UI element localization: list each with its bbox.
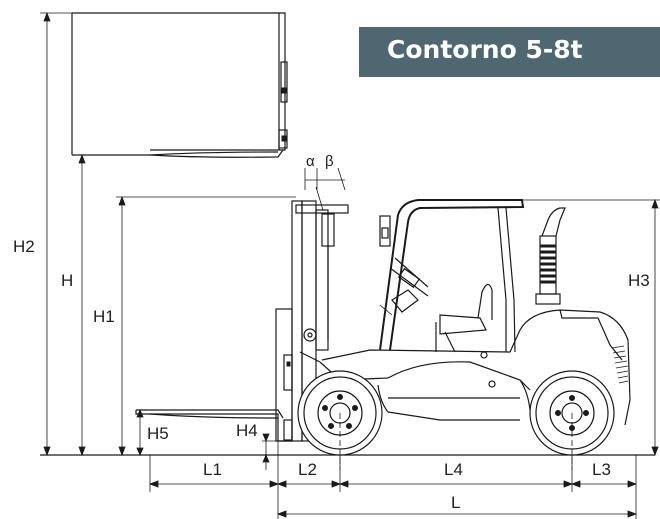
title-banner: Contorno 5-8t	[359, 27, 660, 77]
mast	[275, 200, 349, 442]
dim-label-h3: H3	[628, 271, 650, 290]
dim-label-l1: L1	[203, 460, 222, 479]
page-title: Contorno 5-8t	[387, 35, 583, 64]
dimension-lines	[40, 11, 660, 519]
dim-label-h1: H1	[93, 307, 115, 326]
dim-label-h: H	[61, 271, 73, 290]
dim-label-l3: L3	[592, 460, 611, 479]
angle-label-beta: β	[325, 153, 334, 170]
dim-label-l4: L4	[444, 460, 463, 479]
truck-body	[299, 199, 631, 426]
dim-label-l: L	[451, 493, 460, 512]
dim-label-h4: H4	[236, 421, 258, 440]
dim-label-l2: L2	[298, 460, 317, 479]
angle-label-alpha: α	[306, 153, 315, 170]
dim-label-h2: H2	[13, 237, 35, 256]
raised-carriage	[71, 12, 288, 158]
dim-label-h5: H5	[147, 424, 169, 443]
